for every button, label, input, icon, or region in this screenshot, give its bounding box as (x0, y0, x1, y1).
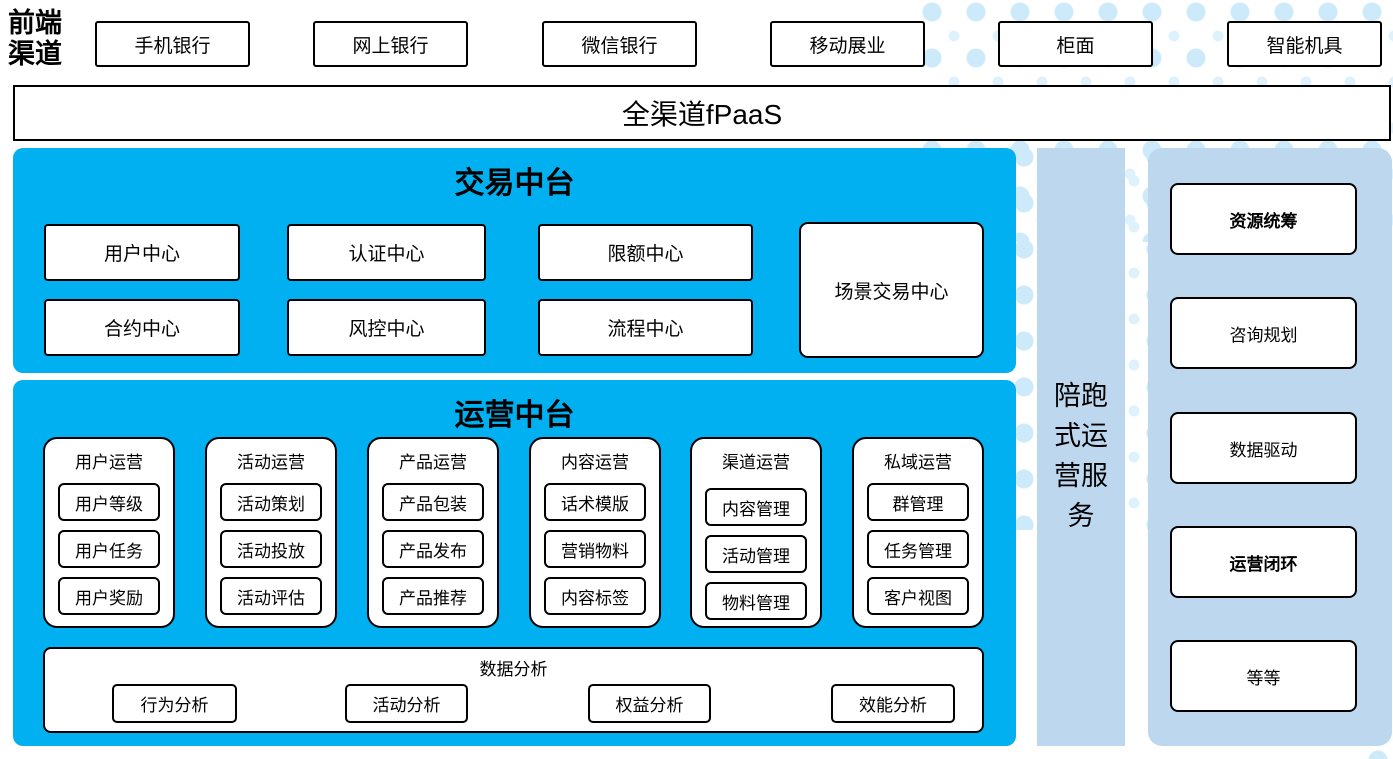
analysis-box-benefit: 权益分析 (588, 684, 711, 723)
trading-platform-title: 交易中台 (454, 167, 575, 200)
operation-platform-title: 运营中台 (454, 399, 575, 432)
column-item: 内容管理 (705, 488, 807, 526)
center-box-process: 流程中心 (538, 299, 753, 356)
column-item: 内容标签 (544, 577, 646, 615)
front-channels-label: 前端渠道 (8, 8, 62, 69)
column-item: 用户等级 (58, 483, 160, 521)
service-box-data-driven: 数据驱动 (1170, 412, 1357, 484)
side-service-column: 陪跑式运营服务 (1037, 148, 1125, 746)
analysis-box-behavior: 行为分析 (112, 684, 237, 723)
center-box-user: 用户中心 (44, 224, 240, 281)
fpaas-bar: 全渠道fPaaS (13, 85, 1391, 141)
service-box-etc: 等等 (1170, 640, 1357, 712)
column-title: 用户运营 (75, 453, 143, 472)
column-item: 活动策划 (220, 483, 322, 521)
operation-column-private-domain: 私域运营 群管理 任务管理 客户视图 (852, 437, 984, 628)
center-box-contract: 合约中心 (44, 299, 240, 356)
center-box-auth: 认证中心 (287, 224, 486, 281)
service-box-operation-loop: 运营闭环 (1170, 526, 1357, 598)
channel-box-online-banking: 网上银行 (313, 21, 468, 67)
column-title: 渠道运营 (722, 453, 790, 472)
channel-box-counter: 柜面 (998, 21, 1153, 67)
service-box-resource-planning: 资源统筹 (1170, 183, 1357, 255)
column-item: 任务管理 (867, 530, 969, 568)
center-box-risk: 风控中心 (287, 299, 486, 356)
operation-platform-panel: 运营中台 用户运营 用户等级 用户任务 用户奖励 活动运营 活动策划 活动投放 … (13, 380, 1016, 746)
column-item: 物料管理 (705, 582, 807, 620)
column-item: 产品推荐 (382, 577, 484, 615)
column-item: 活动投放 (220, 530, 322, 568)
column-item: 用户奖励 (58, 577, 160, 615)
channel-box-mobile-sales: 移动展业 (770, 21, 925, 67)
operation-column-product: 产品运营 产品包装 产品发布 产品推荐 (367, 437, 499, 628)
column-item: 活动管理 (705, 535, 807, 573)
column-item: 话术模版 (544, 483, 646, 521)
center-box-scene-trading: 场景交易中心 (799, 222, 984, 358)
right-services-panel: 资源统筹 咨询规划 数据驱动 运营闭环 等等 (1148, 148, 1392, 746)
trading-platform-panel: 交易中台 用户中心 认证中心 限额中心 合约中心 风控中心 流程中心 场景交易中… (13, 148, 1016, 373)
analysis-box-activity: 活动分析 (345, 684, 468, 723)
column-title: 产品运营 (399, 453, 467, 472)
column-item: 客户视图 (867, 577, 969, 615)
center-box-limit: 限额中心 (538, 224, 753, 281)
channel-box-wechat-banking: 微信银行 (542, 21, 697, 67)
column-item: 活动评估 (220, 577, 322, 615)
operation-column-activity: 活动运营 活动策划 活动投放 活动评估 (205, 437, 337, 628)
column-title: 内容运营 (561, 453, 629, 472)
column-item: 用户任务 (58, 530, 160, 568)
operation-column-channel: 渠道运营 内容管理 活动管理 物料管理 (690, 437, 822, 628)
service-box-consulting: 咨询规划 (1170, 297, 1357, 369)
column-item: 群管理 (867, 483, 969, 521)
data-analysis-section: 数据分析 行为分析 活动分析 权益分析 效能分析 (43, 647, 984, 733)
channel-box-mobile-banking: 手机银行 (95, 21, 250, 67)
side-service-label: 陪跑式运营服务 (1054, 381, 1108, 531)
analysis-box-efficiency: 效能分析 (831, 684, 955, 723)
column-item: 营销物料 (544, 530, 646, 568)
column-title: 私域运营 (884, 453, 952, 472)
operation-column-user: 用户运营 用户等级 用户任务 用户奖励 (43, 437, 175, 628)
column-title: 活动运营 (237, 453, 305, 472)
column-item: 产品发布 (382, 530, 484, 568)
operation-column-content: 内容运营 话术模版 营销物料 内容标签 (529, 437, 661, 628)
channel-box-smart-devices: 智能机具 (1227, 21, 1382, 67)
data-analysis-title: 数据分析 (479, 660, 548, 679)
column-item: 产品包装 (382, 483, 484, 521)
